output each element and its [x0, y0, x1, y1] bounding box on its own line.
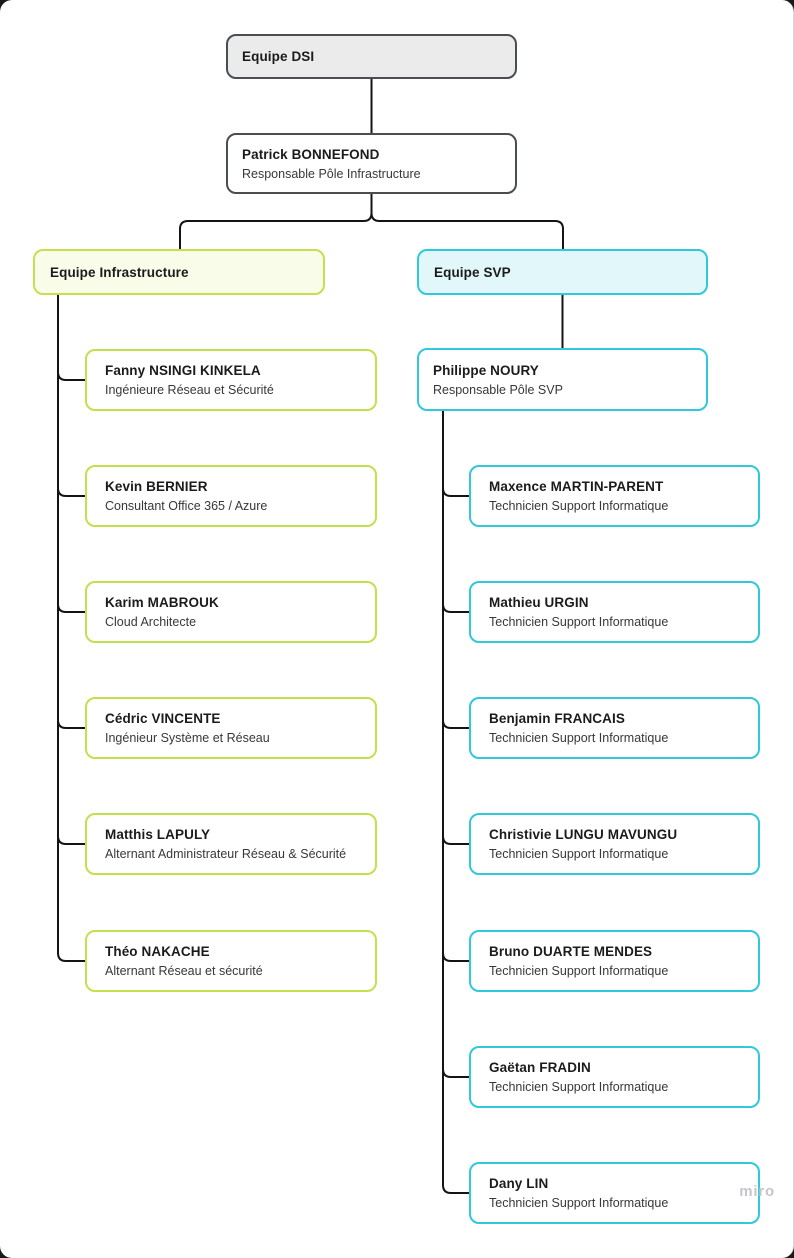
node-philippe-noury[interactable]: Philippe NOURY Responsable Pôle SVP [417, 348, 708, 411]
person-role: Technicien Support Informatique [489, 1196, 669, 1210]
node-benjamin-francais[interactable]: Benjamin FRANCAIS Technicien Support Inf… [469, 697, 760, 759]
node-equipe-svp[interactable]: Equipe SVP [417, 249, 708, 295]
person-role: Ingénieure Réseau et Sécurité [105, 383, 274, 397]
team-label: Equipe Infrastructure [50, 264, 189, 280]
node-patrick-bonnefond[interactable]: Patrick BONNEFOND Responsable Pôle Infra… [226, 133, 517, 194]
person-role: Technicien Support Informatique [489, 731, 669, 745]
person-role: Consultant Office 365 / Azure [105, 499, 268, 513]
person-name: Théo NAKACHE [105, 944, 210, 959]
person-name: Kevin BERNIER [105, 479, 208, 494]
miro-watermark: miro [739, 1183, 775, 1200]
node-maxence-martin-parent[interactable]: Maxence MARTIN-PARENT Technicien Support… [469, 465, 760, 527]
person-name: Gaëtan FRADIN [489, 1060, 591, 1075]
person-role: Responsable Pôle Infrastructure [242, 166, 421, 181]
person-name: Matthis LAPULY [105, 827, 211, 842]
team-label: Equipe SVP [434, 264, 511, 280]
node-fanny-nsingi-kinkela[interactable]: Fanny NSINGI KINKELA Ingénieure Réseau e… [85, 349, 377, 411]
person-role: Cloud Architecte [105, 615, 197, 629]
person-role: Alternant Réseau et sécurité [105, 964, 263, 978]
team-label: Equipe DSI [242, 49, 315, 64]
node-theo-nakache[interactable]: Théo NAKACHE Alternant Réseau et sécurit… [85, 930, 377, 992]
connector-head-split-left [179, 194, 373, 249]
node-christivie-lungu-mavungu[interactable]: Christivie LUNGU MAVUNGU Technicien Supp… [469, 813, 760, 875]
person-name: Philippe NOURY [433, 362, 539, 378]
node-gaetan-fradin[interactable]: Gaëtan FRADIN Technicien Support Informa… [469, 1046, 760, 1108]
node-equipe-dsi[interactable]: Equipe DSI [226, 34, 517, 79]
person-name: Mathieu URGIN [489, 595, 589, 610]
person-role: Technicien Support Informatique [489, 847, 669, 861]
person-name: Karim MABROUK [105, 595, 219, 610]
connector-head-split-right [370, 194, 564, 249]
person-role: Alternant Administrateur Réseau & Sécuri… [105, 847, 347, 861]
node-matthis-lapuly[interactable]: Matthis LAPULY Alternant Administrateur … [85, 813, 377, 875]
person-name: Patrick BONNEFOND [242, 146, 380, 162]
node-mathieu-urgin[interactable]: Mathieu URGIN Technicien Support Informa… [469, 581, 760, 643]
person-name: Fanny NSINGI KINKELA [105, 363, 261, 378]
connector-svp-trunk [442, 411, 469, 1194]
person-name: Dany LIN [489, 1176, 549, 1191]
node-cedric-vincente[interactable]: Cédric VINCENTE Ingénieur Système et Rés… [85, 697, 377, 759]
node-karim-mabrouk[interactable]: Karim MABROUK Cloud Architecte [85, 581, 377, 643]
person-role: Technicien Support Informatique [489, 615, 669, 629]
person-role: Technicien Support Informatique [489, 499, 669, 513]
connector-infrastructure-trunk [57, 295, 85, 962]
person-name: Christivie LUNGU MAVUNGU [489, 827, 678, 842]
node-kevin-bernier[interactable]: Kevin BERNIER Consultant Office 365 / Az… [85, 465, 377, 527]
person-name: Benjamin FRANCAIS [489, 711, 625, 726]
person-name: Cédric VINCENTE [105, 711, 221, 726]
person-role: Ingénieur Système et Réseau [105, 731, 270, 745]
person-role: Responsable Pôle SVP [433, 382, 563, 397]
node-bruno-duarte-mendes[interactable]: Bruno DUARTE MENDES Technicien Support I… [469, 930, 760, 992]
person-role: Technicien Support Informatique [489, 964, 669, 978]
node-equipe-infrastructure[interactable]: Equipe Infrastructure [33, 249, 325, 295]
node-dany-lin[interactable]: Dany LIN Technicien Support Informatique [469, 1162, 760, 1224]
person-name: Bruno DUARTE MENDES [489, 944, 653, 959]
person-role: Technicien Support Informatique [489, 1080, 669, 1094]
person-name: Maxence MARTIN-PARENT [489, 479, 664, 494]
